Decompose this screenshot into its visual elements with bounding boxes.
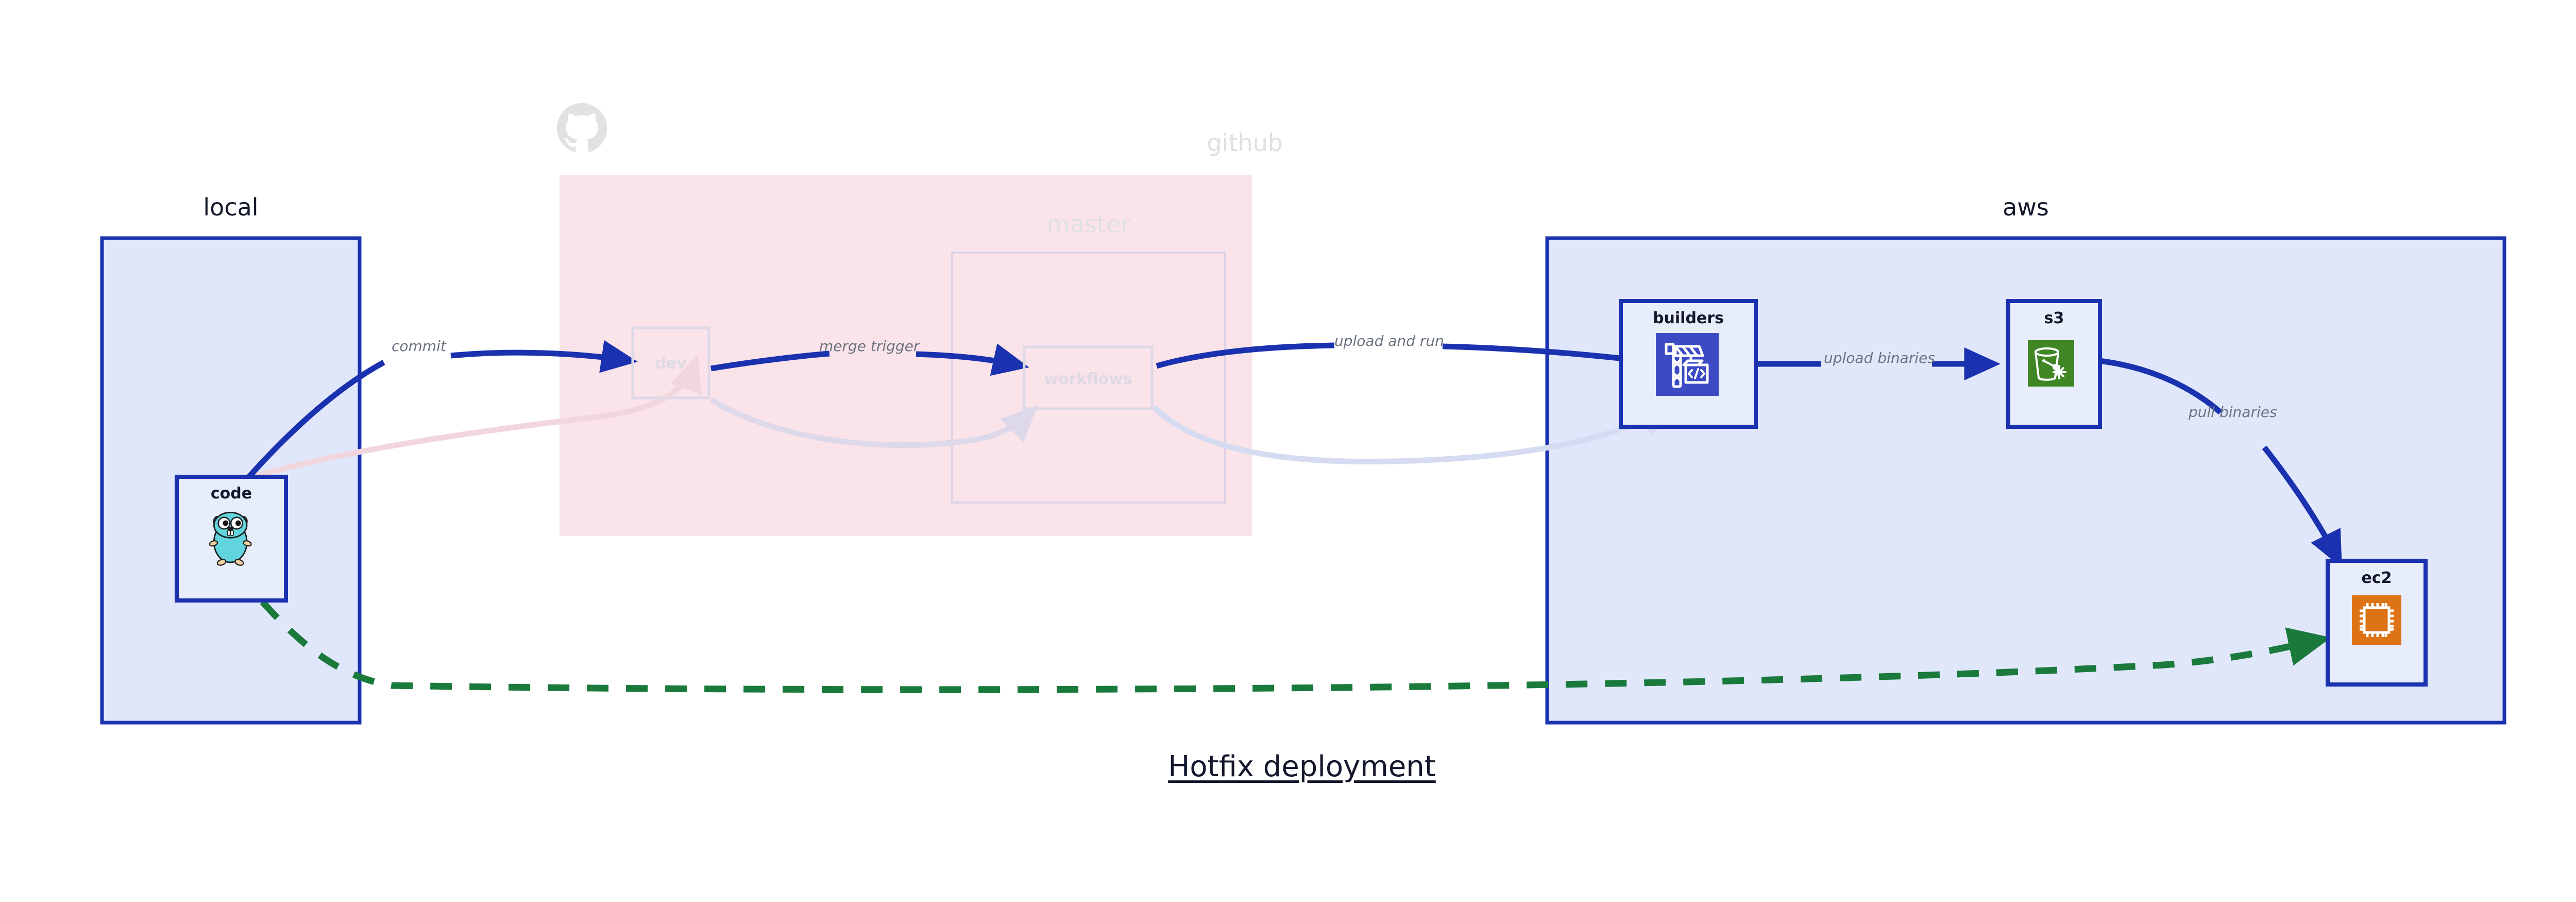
node-label-ec2: ec2 (2361, 569, 2392, 587)
cluster-label-aws: aws (2003, 193, 2049, 221)
edge-merge-trigger-seg1 (710, 350, 830, 372)
edge-commit-seg1 (240, 360, 385, 487)
go-gopher-icon (209, 511, 252, 566)
edge-label-upload-and-run: upload and run (1334, 332, 1444, 349)
edge-faded-code-dev (195, 354, 702, 498)
node-label-builders: builders (1653, 309, 1724, 327)
cluster-label-local: local (203, 193, 259, 221)
edge-faded-workflows-builders (1152, 404, 1675, 465)
edge-pull-binaries-seg2 (2262, 445, 2342, 568)
aws-s3-glacier-icon (2028, 340, 2074, 387)
edge-pull-binaries-seg1 (2099, 358, 2223, 415)
cluster-label-master: master (1046, 210, 1131, 238)
edge-merge-trigger-seg2 (916, 343, 1029, 376)
edge-faded-dev-workflows (709, 397, 1038, 448)
diagram-title: Hotfix deployment (1168, 750, 1436, 783)
edge-label-upload-binaries: upload binaries (1824, 349, 1935, 366)
node-ec2[interactable] (2326, 559, 2428, 687)
edge-label-commit: commit (392, 338, 446, 355)
cluster-label-github: github (1207, 129, 1283, 157)
edge-label-merge-trigger: merge trigger (819, 338, 920, 355)
node-label-workflows: workflows (1044, 370, 1132, 388)
node-dev[interactable] (631, 326, 710, 399)
aws-codebuild-icon (1656, 333, 1719, 396)
edge-label-pull-binaries: pull binaries (2189, 404, 2277, 421)
aws-ec2-icon (2352, 595, 2401, 645)
edge-hotfix-direct (234, 570, 2331, 693)
node-label-dev: dev (655, 355, 687, 373)
edge-upload-and-run-seg1 (1156, 342, 1335, 369)
github-logo-icon (557, 103, 607, 152)
cluster-master (951, 252, 1226, 504)
node-workflows[interactable] (1023, 345, 1154, 410)
edge-commit-seg2 (450, 340, 638, 373)
node-label-code: code (210, 485, 252, 503)
node-label-s3: s3 (2044, 309, 2064, 327)
